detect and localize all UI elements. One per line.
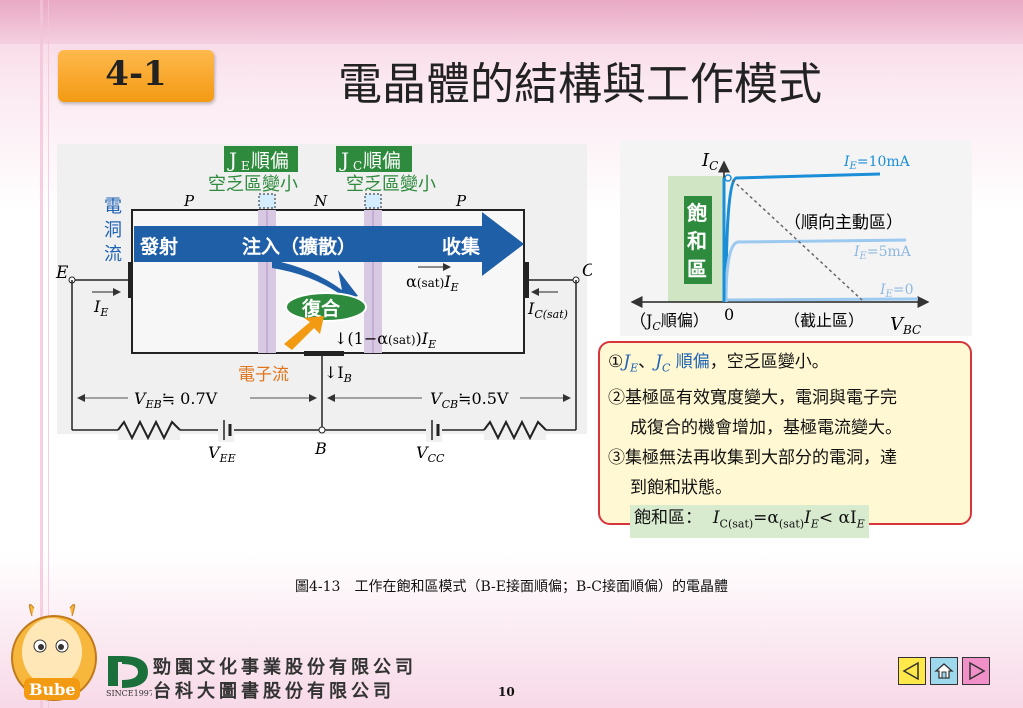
- ie-label: IE: [93, 297, 108, 319]
- jc-forward-axis-label: （JC順偏）: [630, 311, 709, 333]
- terminal-b: B: [314, 439, 327, 458]
- je-forward-badge: [224, 146, 298, 172]
- alpha-sat-ie: α(sat)IE: [406, 272, 459, 294]
- triangle-right-icon: [969, 661, 986, 681]
- emitter-contact: [128, 262, 133, 298]
- logo-since: SINCE1997: [106, 689, 152, 698]
- sat-char-2: 和: [687, 229, 707, 253]
- jc-forward-label: 順偏: [363, 150, 401, 172]
- saturation-formula: 飽和區： IC(sat)=α(sat)IE< αIE: [630, 505, 869, 538]
- ib-label: ↓IB: [324, 363, 352, 385]
- prev-slide-button[interactable]: [898, 657, 926, 685]
- region-p-left: P: [183, 192, 195, 210]
- emit-label: 發射: [139, 235, 178, 258]
- resistor-right: [483, 419, 547, 441]
- sat-char-3: 區: [687, 257, 707, 281]
- y-axis-label: IC: [701, 150, 718, 173]
- page-number: 10: [498, 685, 515, 699]
- region-p-right: P: [455, 192, 467, 210]
- depletion-shrink-right: 空乏區變小: [346, 174, 436, 195]
- transistor-circuit-diagram: J E 順偏 J C 順偏 空乏區變小 空乏區變小 P N P 電 洞 流 發射…: [55, 144, 592, 465]
- mascot-logo: Bube: [11, 603, 97, 701]
- collect-label: 收集: [442, 235, 481, 258]
- note-3a: ③集極無法再收集到大部分的電洞，達: [608, 448, 897, 469]
- top-band: [0, 0, 1023, 44]
- terminal-c: C: [582, 261, 592, 281]
- home-icon: [934, 663, 954, 679]
- saturation-region-badge: [684, 196, 712, 284]
- curve-label-5ma: IE=5mA: [853, 244, 912, 262]
- recombine-label: 復合: [301, 297, 341, 320]
- active-region-label: （順向主動區）: [784, 213, 903, 233]
- recombine-arrow: [272, 260, 358, 302]
- electron-flow-arrow: [284, 316, 324, 350]
- vcb-label: VCB≒0.5V: [430, 389, 509, 411]
- curve-label-0: IE=0: [879, 282, 913, 300]
- decor-stripe: [48, 0, 49, 708]
- depletion-marker-right: [364, 193, 382, 209]
- note-2b: 成復合的機會增加，基極電流變大。: [630, 418, 902, 439]
- decor-stripe: [40, 0, 43, 708]
- mascot-text: Bube: [29, 680, 76, 699]
- terminal-e: E: [55, 263, 69, 283]
- vcc-label: VCC: [416, 443, 445, 465]
- company-name-1: 勁園文化事業股份有限公司: [153, 657, 417, 678]
- curve-label-10ma: IE=10mA: [843, 154, 911, 172]
- notes-box: ①JE、JC 順偏，空乏區變小。 ②基極區有效寬度變大，電洞與電子完 成復合的機…: [598, 341, 972, 538]
- jc-forward-badge: [336, 146, 412, 172]
- inject-label: 注入（擴散）: [242, 235, 356, 258]
- hole-flow-char-1: 電: [104, 196, 122, 217]
- company-logo: SINCE1997: [106, 656, 152, 698]
- section-number: 4-1: [105, 54, 167, 94]
- cutoff-region-label: （截止區）: [784, 311, 864, 330]
- curve-ie-5ma: [724, 238, 907, 303]
- saturation-characteristic-graph: 飽 和 區 IC VBC 0 （JC順偏） （截止區） （順向主動區） IE=1…: [620, 140, 972, 336]
- next-slide-button[interactable]: [962, 657, 990, 685]
- sat-char-1: 飽: [687, 201, 707, 225]
- curve-ie-0: [725, 297, 919, 302]
- collector-contact: [524, 262, 529, 298]
- hole-flow-char-2: 洞: [104, 220, 122, 241]
- vee-label: VEE: [208, 443, 236, 465]
- region-n: N: [313, 192, 328, 210]
- figure-caption: 圖4-13 工作在飽和區模式（B-E接面順偏；B-C接面順偏）的電晶體: [295, 579, 728, 595]
- note-1: ①JE、JC 順偏，空乏區變小。: [608, 352, 829, 375]
- svg-text:E: E: [241, 159, 250, 173]
- section-number-box: [58, 50, 214, 102]
- je-forward-label: 順偏: [251, 150, 289, 172]
- electron-flow-label: 電子流: [238, 365, 289, 385]
- depletion-marker-left: [258, 193, 276, 209]
- veb-label: VEB≒ 0.7V: [134, 389, 218, 411]
- company-name-2: 台科大圖書股份有限公司: [153, 681, 395, 702]
- base-contact: [304, 351, 344, 356]
- hole-flow-char-3: 流: [104, 244, 122, 265]
- resistor-left: [117, 419, 181, 441]
- load-line: [727, 175, 863, 301]
- note-3b: 到飽和狀態。: [630, 478, 732, 499]
- x-axis-label: VBC: [890, 314, 921, 336]
- depletion-shrink-left: 空乏區變小: [208, 174, 298, 195]
- svg-text:C: C: [353, 159, 362, 173]
- slide-title: 電晶體的結構與工作模式: [338, 59, 822, 110]
- hole-flow-arrow: [134, 212, 524, 276]
- recombine-oval: [285, 292, 367, 322]
- jc-symbol: J: [339, 148, 349, 172]
- one-minus-alpha-ie: ↓(1−α(sat))IE: [334, 329, 436, 351]
- je-symbol: J: [227, 148, 237, 172]
- triangle-left-icon: [902, 661, 919, 681]
- origin-label: 0: [724, 305, 734, 324]
- note-2a: ②基極區有效寬度變大，電洞與電子完: [608, 388, 897, 409]
- home-button[interactable]: [930, 657, 958, 685]
